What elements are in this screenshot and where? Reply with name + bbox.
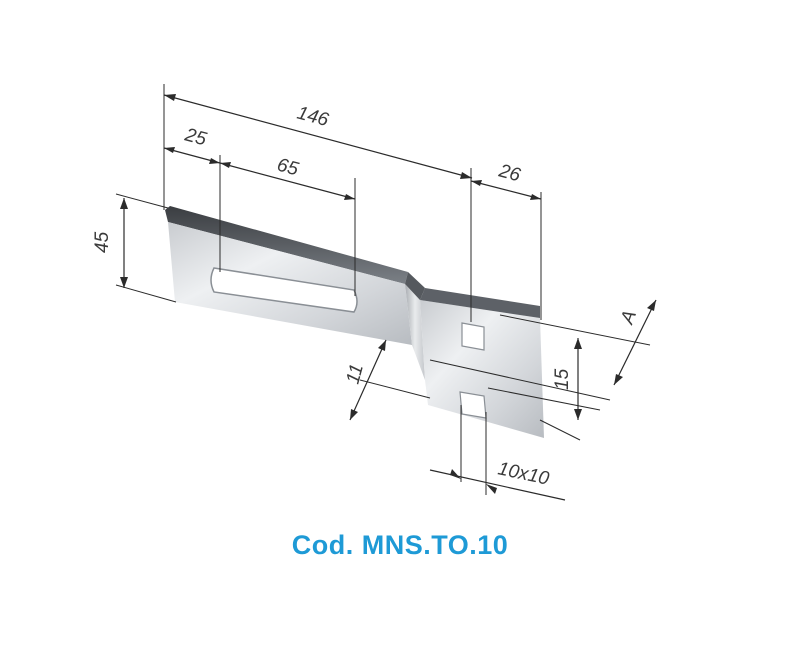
neck-top-edge xyxy=(405,272,425,300)
narrow-plate-face xyxy=(420,300,544,438)
long-slot xyxy=(210,267,358,313)
dim-tail-length: 26 xyxy=(496,160,523,186)
bracket-part xyxy=(165,206,544,438)
dim-hole-size: 10x10 xyxy=(496,458,551,489)
product-code-caption: Cod. MNS.TO.10 xyxy=(291,530,509,560)
bottom-notch xyxy=(459,391,487,419)
dim-width: 45 xyxy=(92,231,113,253)
square-hole xyxy=(461,322,485,351)
extension-lines xyxy=(115,84,651,495)
arrow-heads xyxy=(120,94,656,494)
neck-bend xyxy=(405,284,425,380)
dim-thickness: A xyxy=(617,308,641,328)
dim-hole-spacing: 15 xyxy=(552,368,573,390)
dim-slot-length: 65 xyxy=(275,155,301,181)
narrow-top-edge xyxy=(420,288,540,318)
dim-overall-length: 146 xyxy=(295,103,331,132)
top-edge xyxy=(165,206,408,284)
dim-slot-offset: 25 xyxy=(182,124,209,150)
dim-slot-width: 11 xyxy=(343,362,368,386)
